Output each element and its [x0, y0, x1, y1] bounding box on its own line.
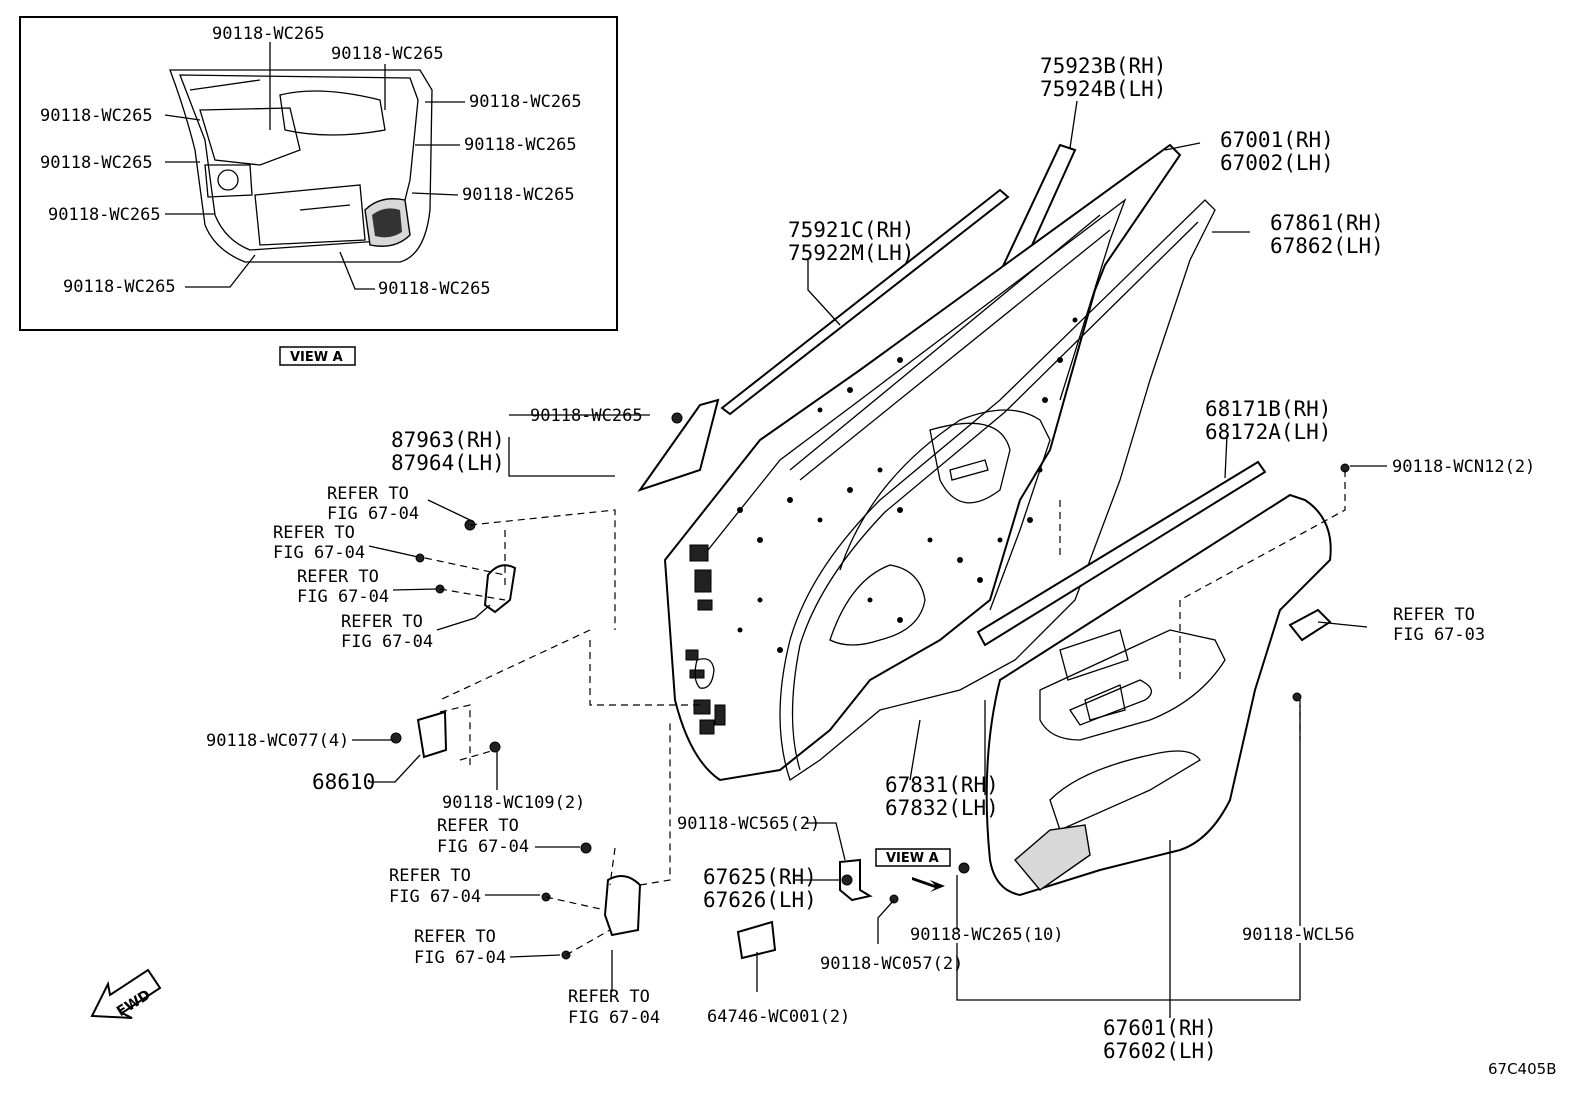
- label-68171-rh: 68171B(RH): [1205, 397, 1331, 421]
- label-67601-lh: 67602(LH): [1103, 1039, 1217, 1063]
- label-75921-lh: 75922M(LH): [788, 241, 914, 265]
- refer-4-b: FIG 67-04: [341, 632, 433, 652]
- label-90118-wc077: 90118-WC077(4): [206, 731, 349, 751]
- view-a-label-bottom: 90118-WC265: [378, 279, 491, 299]
- view-a-label-top2: 90118-WC265: [331, 44, 444, 64]
- door-parts-drawing: [390, 143, 1350, 960]
- label-64746: 64746-WC001(2): [707, 1007, 850, 1027]
- label-87963-lh: 87964(LH): [391, 451, 505, 475]
- refer-9-b: FIG 67-03: [1393, 625, 1485, 645]
- label-67831-rh: 67831(RH): [885, 773, 999, 797]
- part-87963: [637, 398, 720, 492]
- labels: 75923B(RH) 75924B(LH) 67001(RH) 67002(LH…: [206, 54, 1556, 1078]
- view-a-label-left4: 90118-WC265: [63, 277, 176, 297]
- label-67861-rh: 67861(RH): [1270, 211, 1384, 235]
- label-67001-lh: 67002(LH): [1220, 151, 1334, 175]
- refer-3-a: REFER TO: [297, 567, 379, 587]
- refer-6-b: FIG 67-04: [389, 887, 481, 907]
- label-90118-wcl56: 90118-WCL56: [1242, 925, 1355, 945]
- label-68171-lh: 68172A(LH): [1205, 420, 1331, 444]
- refer-8-a: REFER TO: [568, 987, 650, 1007]
- view-a-label-left1: 90118-WC265: [40, 106, 153, 126]
- hinge-upper: [483, 564, 517, 614]
- label-67601-rh: 67601(RH): [1103, 1016, 1217, 1040]
- view-a-caption-text: VIEW A: [290, 350, 343, 365]
- view-a-label-right1: 90118-WC265: [469, 92, 582, 112]
- view-a-label-left2: 90118-WC265: [40, 153, 153, 173]
- bracket-67625: [839, 858, 873, 902]
- refer-5-b: FIG 67-04: [437, 837, 529, 857]
- refer-1-a: REFER TO: [327, 484, 409, 504]
- label-90118-wc109: 90118-WC109(2): [442, 793, 585, 813]
- view-a-marker-text: VIEW A: [886, 851, 939, 866]
- switch-64746: [736, 920, 777, 960]
- label-75923-lh: 75924B(LH): [1040, 77, 1166, 101]
- refer-3-b: FIG 67-04: [297, 587, 389, 607]
- view-a-label-right2: 90118-WC265: [464, 135, 577, 155]
- refer-7-a: REFER TO: [414, 927, 496, 947]
- view-a-label-left3: 90118-WC265: [48, 205, 161, 225]
- refer-5-a: REFER TO: [437, 816, 519, 836]
- label-67625-rh: 67625(RH): [703, 865, 817, 889]
- weatherstrip-67861: [779, 199, 1216, 782]
- clip-67-03: [1288, 608, 1332, 642]
- label-90118-wc265-main: 90118-WC265: [530, 406, 643, 426]
- refer-2-a: REFER TO: [273, 523, 355, 543]
- molding-75921: [720, 188, 1010, 416]
- refer-1-b: FIG 67-04: [327, 504, 419, 524]
- label-67001-rh: 67001(RH): [1220, 128, 1334, 152]
- view-a-label-top1: 90118-WC265: [212, 24, 325, 44]
- label-90118-wc565: 90118-WC565(2): [677, 814, 820, 834]
- label-67625-lh: 67626(LH): [703, 888, 817, 912]
- view-a-marker: VIEW A: [875, 848, 951, 892]
- assembly-lines: [424, 470, 1346, 956]
- label-75923-rh: 75923B(RH): [1040, 54, 1166, 78]
- view-a-inset: 90118-WC265 90118-WC265 90118-WC265 9011…: [19, 16, 618, 331]
- door-trim-67601: [985, 493, 1332, 897]
- label-87963-rh: 87963(RH): [391, 428, 505, 452]
- refer-9-a: REFER TO: [1393, 605, 1475, 625]
- refer-7-b: FIG 67-04: [414, 948, 506, 968]
- hinge-lower: [603, 875, 642, 937]
- label-90118-wcn12: 90118-WCN12(2): [1392, 457, 1535, 477]
- belt-molding-68171: [976, 460, 1267, 647]
- view-a-label-right3: 90118-WC265: [462, 185, 575, 205]
- label-90118-wc265-10: 90118-WC265(10): [910, 925, 1064, 945]
- refer-4-a: REFER TO: [341, 612, 423, 632]
- diagram-code: 67C405B: [1488, 1060, 1556, 1078]
- door-frame-67001: [663, 143, 1182, 782]
- label-68610: 68610: [312, 770, 375, 794]
- label-67831-lh: 67832(LH): [885, 796, 999, 820]
- view-a-caption: VIEW A: [279, 346, 356, 366]
- leader-lines: [352, 100, 1387, 1018]
- label-90118-wc057: 90118-WC057(2): [820, 954, 963, 974]
- hinge-68610: [416, 710, 448, 759]
- fwd-arrow: FWD: [90, 968, 162, 1020]
- refer-2-b: FIG 67-04: [273, 543, 365, 563]
- refer-8-b: FIG 67-04: [568, 1008, 660, 1028]
- label-67861-lh: 67862(LH): [1270, 234, 1384, 258]
- refer-6-a: REFER TO: [389, 866, 471, 886]
- label-75921-rh: 75921C(RH): [788, 218, 914, 242]
